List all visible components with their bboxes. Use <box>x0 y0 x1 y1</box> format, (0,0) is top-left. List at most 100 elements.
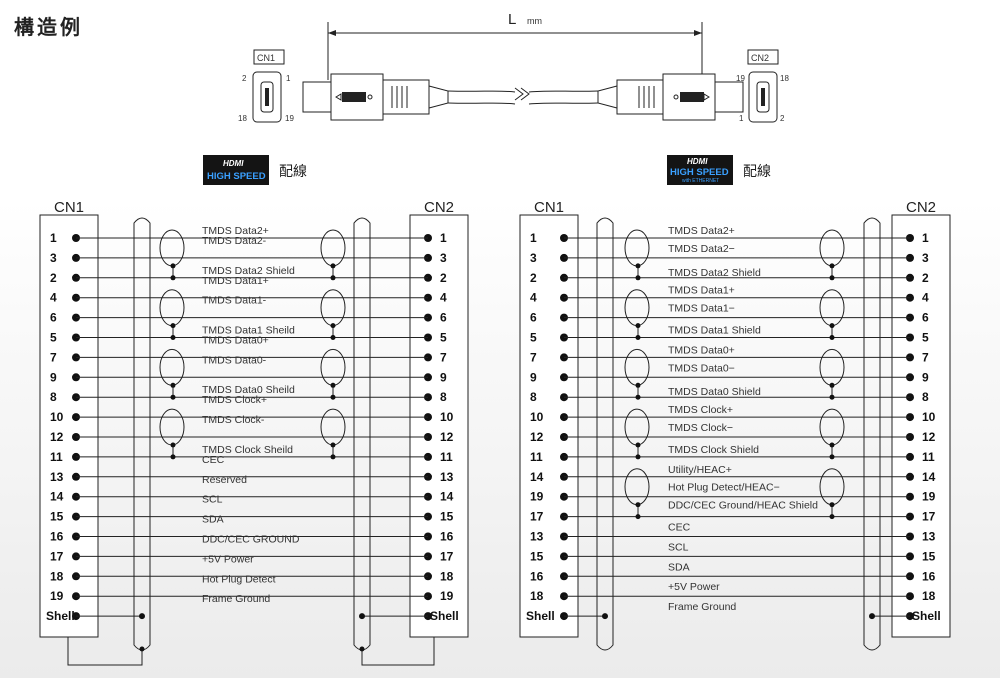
signal-label: TMDS Data1 Sheild <box>202 325 295 337</box>
cn2-pin-tl: 19 <box>736 74 745 83</box>
cn2-pin-1: 1 <box>922 231 929 245</box>
drain-dot <box>635 394 641 400</box>
drain-dot <box>829 394 835 400</box>
cn1-pin-10: 10 <box>530 410 544 424</box>
signal-label: SCL <box>202 494 223 506</box>
cn2-pin-6: 6 <box>922 311 929 325</box>
drain-dot <box>170 442 176 448</box>
cn1-pin-tl: 2 <box>242 74 247 83</box>
cn2-pin-9: 9 <box>440 370 447 384</box>
cn2-pin-14: 14 <box>922 470 936 484</box>
cn1-pin-5: 5 <box>530 331 537 345</box>
cn1-header: CN1 <box>534 199 564 216</box>
drain-dot <box>829 442 835 448</box>
cn1-pin-19: 19 <box>530 490 544 504</box>
signal-label: TMDS Data0 Shield <box>668 386 761 398</box>
cn2-pin-10: 10 <box>440 410 454 424</box>
cn1-pin-4: 4 <box>530 291 537 305</box>
drain-dot <box>635 323 641 329</box>
signal-label: TMDS Data1+ <box>668 285 735 297</box>
cn1-pin-bl: 18 <box>238 114 247 123</box>
shield-tube-1 <box>596 217 614 651</box>
pair-shield-loop <box>320 289 346 327</box>
ground-link-left <box>67 637 143 666</box>
cn1-pin-br: 19 <box>285 114 294 123</box>
cn1-pin-14: 14 <box>50 490 64 504</box>
drain-dot <box>829 382 835 388</box>
cn2-pin-10: 10 <box>922 410 936 424</box>
logo-high-speed-text-2: HIGH SPEED <box>670 167 729 178</box>
shield-tube-2 <box>863 217 881 651</box>
cn2-pin-7: 7 <box>440 350 447 364</box>
cn1-pin-10: 10 <box>50 410 64 424</box>
drain-dot <box>330 382 336 388</box>
cn2-pin-18: 18 <box>922 589 936 603</box>
cn1-pin-3: 3 <box>50 251 57 265</box>
drain-dot <box>330 263 336 269</box>
pair-shield-loop <box>159 408 185 446</box>
signal-label: CEC <box>202 454 225 466</box>
cn2-pin-bl: 1 <box>739 114 744 123</box>
cn2-pin-11: 11 <box>440 450 453 464</box>
cn1-pin-9: 9 <box>50 370 57 384</box>
length-unit: mm <box>527 16 542 26</box>
pair-shield-loop <box>624 229 650 267</box>
drain-dot <box>170 454 176 460</box>
drain-dot <box>330 335 336 340</box>
signal-label: +5V Power <box>668 581 720 593</box>
cn2-pin-8: 8 <box>922 390 929 404</box>
signal-label: TMDS Clock- <box>202 414 265 426</box>
cn1-pin-8: 8 <box>530 390 537 404</box>
cn2-pin-tr: 18 <box>780 74 789 83</box>
signal-label: +5V Power <box>202 553 254 565</box>
cn2-pin-2: 2 <box>922 271 929 285</box>
cn1-tag: CN1 <box>257 53 275 63</box>
cn2-pin-17: 17 <box>922 510 936 524</box>
pair-shield-loop <box>819 348 845 386</box>
ground-link-right <box>361 637 435 666</box>
cn2-pin-12: 12 <box>922 430 936 444</box>
pair-shield-loop <box>819 468 845 506</box>
cn1-pin-1: 1 <box>530 231 537 245</box>
cn2-pin-4: 4 <box>922 291 929 305</box>
signal-label: DDC/CEC GROUND <box>202 533 300 545</box>
signal-label: Frame Ground <box>202 593 270 605</box>
cn2-pin-15: 15 <box>440 510 454 524</box>
signal-label: CEC <box>668 522 691 534</box>
drain-dot <box>829 335 835 340</box>
signal-label: TMDS Data0 Sheild <box>202 384 295 396</box>
drain-dot <box>170 382 176 388</box>
cn1-header: CN1 <box>54 199 84 216</box>
drain-dot <box>635 335 641 340</box>
cn1-pin-13: 13 <box>530 530 544 544</box>
cn1-pin-2: 2 <box>530 271 537 285</box>
cn2-pin-17: 17 <box>440 549 454 563</box>
cn2-pin-15: 15 <box>922 549 936 563</box>
drain-dot <box>829 454 835 460</box>
signal-label: TMDS Data0- <box>202 354 267 366</box>
signal-label: TMDS Data1− <box>668 303 735 315</box>
signal-label: TMDS Data2 Shield <box>202 265 295 277</box>
cn1-pin-7: 7 <box>530 350 537 364</box>
cn2-pin-16: 16 <box>922 569 936 583</box>
cn1-pin-4: 4 <box>50 291 57 305</box>
cn1-pin-6: 6 <box>50 311 57 325</box>
cn2-header: CN2 <box>906 199 936 216</box>
drain-dot <box>330 454 336 460</box>
cn2-pin-4: 4 <box>440 291 447 305</box>
junction-dot <box>602 613 608 620</box>
signal-label: Frame Ground <box>668 601 736 613</box>
junction-dot <box>139 613 145 620</box>
signal-label: TMDS Data2+ <box>668 225 735 237</box>
signal-label: Utility/HEAC+ <box>668 464 732 476</box>
signal-label: TMDS Data1+ <box>202 275 269 287</box>
drain-dot <box>330 275 336 281</box>
drain-dot <box>170 263 176 269</box>
wiring-label-left: 配線 <box>279 163 307 179</box>
pair-shield-loop <box>320 229 346 267</box>
cn1-pin-11: 11 <box>50 450 63 464</box>
drain-dot <box>829 263 835 269</box>
drain-dot <box>829 275 835 281</box>
cn2-tag: CN2 <box>751 53 769 63</box>
